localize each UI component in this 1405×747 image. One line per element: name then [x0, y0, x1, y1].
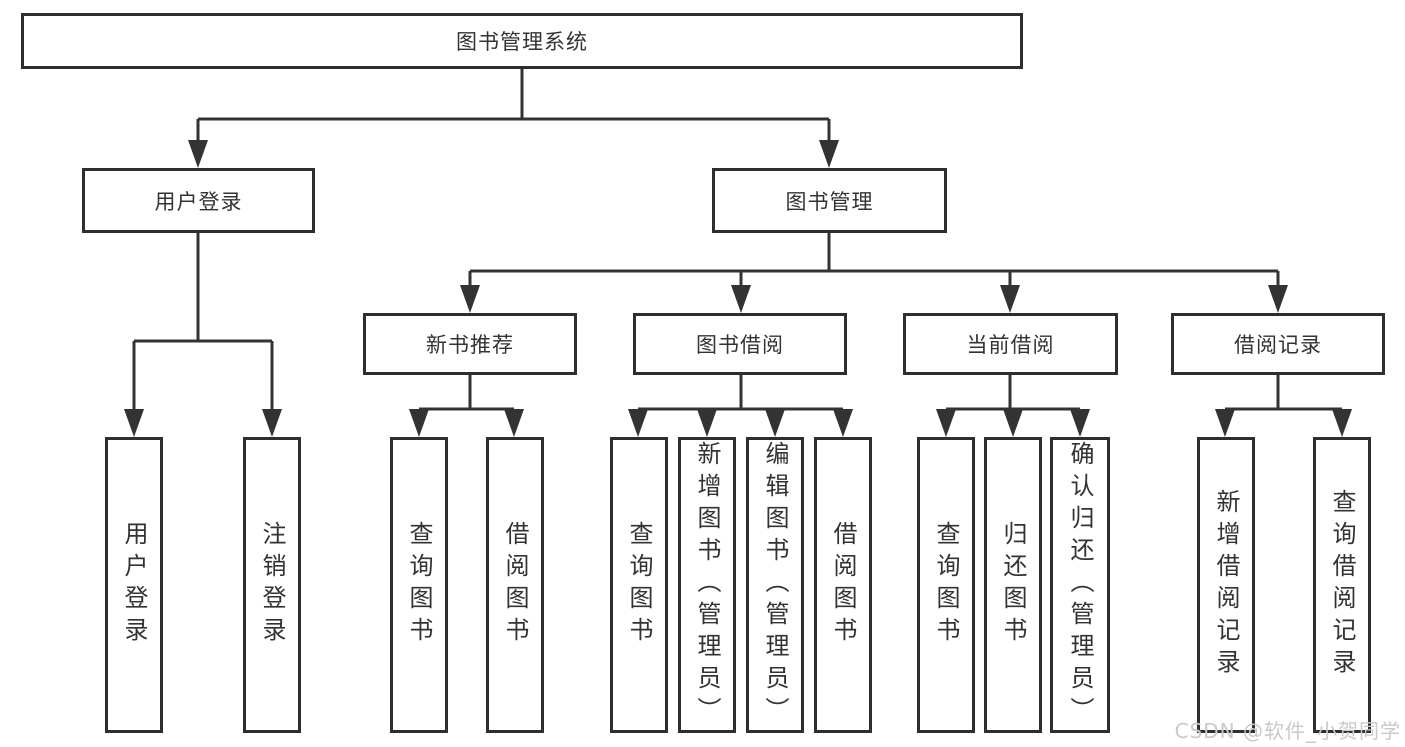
node-borrowing-records-label: 借阅记录: [1234, 333, 1322, 357]
leaf-add-books-admin: 新增图书（管理员）: [678, 437, 736, 733]
leaf-edit-books-admin: 编辑图书（管理员）: [746, 437, 804, 733]
leaf-user-login: 用户登录: [105, 437, 163, 733]
node-book-management-label: 图书管理: [785, 189, 874, 214]
leaf-query-books-a-label: 查询图书: [405, 521, 433, 649]
leaf-logout: 注销登录: [243, 437, 301, 733]
node-user-login-label: 用户登录: [154, 189, 243, 214]
node-new-book-recommend: 新书推荐: [363, 313, 577, 375]
node-new-book-recommend-label: 新书推荐: [426, 333, 514, 357]
node-borrowing-records: 借阅记录: [1171, 313, 1385, 375]
node-current-borrowing-label: 当前借阅: [966, 333, 1055, 357]
node-book-borrowing: 图书借阅: [633, 313, 847, 375]
node-book-borrowing-label: 图书借阅: [696, 333, 784, 357]
leaf-query-borrow-record: 查询借阅记录: [1313, 437, 1371, 733]
leaf-user-login-label: 用户登录: [120, 521, 148, 649]
node-root: 图书管理系统: [21, 13, 1023, 69]
node-root-label: 图书管理系统: [456, 30, 588, 54]
leaf-confirm-return-admin-label: 确认归还（管理员）: [1066, 441, 1094, 729]
leaf-query-books-b-label: 查询图书: [625, 521, 653, 649]
csdn-watermark: CSDN @软件_小贺同学: [1174, 719, 1401, 743]
leaf-query-books-c: 查询图书: [917, 437, 975, 733]
leaf-query-books-c-label: 查询图书: [932, 521, 960, 649]
leaf-borrow-books-a: 借阅图书: [486, 437, 544, 733]
leaf-query-books-a: 查询图书: [390, 437, 448, 733]
node-user-login: 用户登录: [82, 168, 315, 233]
leaf-borrow-books-b-label: 借阅图书: [829, 521, 857, 649]
leaf-add-borrow-record: 新增借阅记录: [1197, 437, 1255, 733]
leaf-add-books-admin-label: 新增图书（管理员）: [693, 441, 721, 729]
leaf-logout-label: 注销登录: [258, 521, 286, 649]
leaf-query-borrow-record-label: 查询借阅记录: [1328, 489, 1356, 681]
leaf-return-books: 归还图书: [984, 437, 1042, 733]
node-current-borrowing: 当前借阅: [903, 313, 1118, 375]
leaf-query-books-b: 查询图书: [610, 437, 668, 733]
leaf-borrow-books-b: 借阅图书: [814, 437, 872, 733]
leaf-edit-books-admin-label: 编辑图书（管理员）: [761, 441, 789, 729]
leaf-add-borrow-record-label: 新增借阅记录: [1212, 489, 1240, 681]
node-book-management: 图书管理: [712, 168, 947, 233]
leaf-borrow-books-a-label: 借阅图书: [501, 521, 529, 649]
leaf-return-books-label: 归还图书: [999, 521, 1027, 649]
leaf-confirm-return-admin: 确认归还（管理员）: [1050, 437, 1110, 733]
